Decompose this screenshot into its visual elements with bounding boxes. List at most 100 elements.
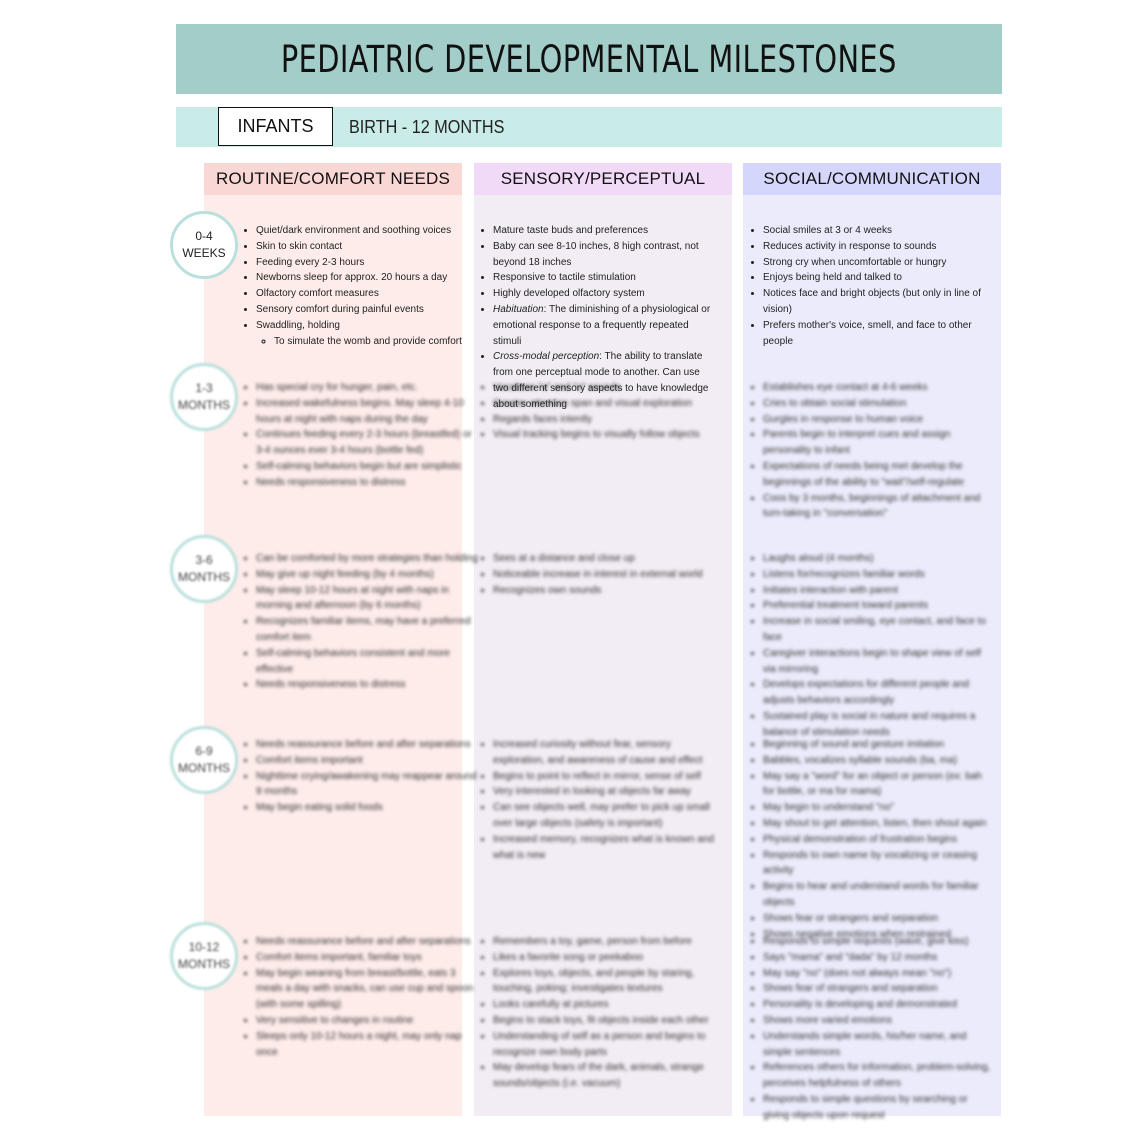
title-bar: PEDIATRIC DEVELOPMENTAL MILESTONES	[176, 24, 1002, 94]
stage-0-social: Social smiles at 3 or 4 weeks Reduces ac…	[745, 223, 995, 349]
list-item: Shows more varied emotions	[763, 1013, 995, 1029]
list-item: Shows fear or strangers and separation	[763, 911, 995, 927]
list-item: Beginning of sound and gesture imitation	[763, 737, 995, 753]
list-item: Increased memory, recognizes what is kno…	[493, 832, 715, 864]
age-group-label: INFANTS	[218, 107, 333, 146]
list-item: Mature taste buds and preferences	[493, 223, 715, 239]
stage-0-routine: Quiet/dark environment and soothing voic…	[238, 223, 478, 349]
age-badge-unit: WEEKS	[182, 246, 226, 260]
list-item: May develop fears of the dark, animals, …	[493, 1060, 715, 1092]
list-item: Increased curiosity without fear, sensor…	[493, 737, 715, 769]
stage-3-social: Beginning of sound and gesture imitation…	[745, 737, 995, 942]
age-range-label: BIRTH - 12 MONTHS	[349, 116, 505, 137]
list-item: Remembers a toy, game, person from befor…	[493, 934, 715, 950]
age-badge-unit: MONTHS	[178, 570, 230, 584]
column-header-social: SOCIAL/COMMUNICATION	[743, 163, 1001, 195]
list-item: Understanding of self as a person and be…	[493, 1029, 715, 1061]
age-badge-number: 1-3	[195, 381, 213, 395]
list-item: Can see objects well, may prefer to pick…	[493, 800, 715, 832]
stage-2-routine: Can be comforted by more strategies than…	[238, 551, 478, 693]
list-item: Begins to point to reflect in mirror, se…	[493, 769, 715, 785]
list-item: May give up night feeding (by 4 months)	[256, 567, 478, 583]
list-item: Says "mama" and "dada" by 12 months	[763, 950, 995, 966]
list-item: Can be comforted by more strategies than…	[256, 551, 478, 567]
list-item: Swaddling, holding To simulate the womb …	[256, 318, 478, 350]
stage-4-social: Responds to simple requests (wave, give …	[745, 934, 995, 1124]
list-item: May sleep 10-12 hours at night with naps…	[256, 583, 478, 615]
list-item: Continues feeding every 2-3 hours (breas…	[256, 427, 478, 459]
column-header-sensory: SENSORY/PERCEPTUAL	[474, 163, 732, 195]
list-item: Greater attention span and visual explor…	[493, 396, 715, 412]
age-badge-unit: MONTHS	[178, 398, 230, 412]
stage-3-sensory: Increased curiosity without fear, sensor…	[475, 737, 715, 863]
age-badge-unit: MONTHS	[178, 761, 230, 775]
list-item: Responds to simple questions by searchin…	[763, 1092, 995, 1124]
list-item: Responds to simple requests (wave, give …	[763, 934, 995, 950]
list-item: Needs responsiveness to distress	[256, 475, 478, 491]
list-item: Very interested in looking at objects fa…	[493, 784, 715, 800]
list-item: Establishes eye contact at 4-6 weeks	[763, 380, 995, 396]
list-item: Babbles, vocalizes syllable sounds (ba, …	[763, 753, 995, 769]
column-sensory-perceptual: SENSORY/PERCEPTUAL	[474, 163, 732, 1116]
list-item: May begin weaning from breast/bottle, ea…	[256, 966, 478, 1013]
list-item: May say "no" (does not always mean "no")	[763, 966, 995, 982]
age-badge-number: 6-9	[195, 744, 213, 758]
list-item: Skin to skin contact	[256, 239, 478, 255]
age-badge-3-6-months: 3-6 MONTHS	[170, 535, 238, 603]
stage-4-routine: Needs reassurance before and after separ…	[238, 934, 478, 1060]
list-item: Has special cry for hunger, pain, etc.	[256, 380, 478, 396]
list-item: Sensory comfort during painful events	[256, 302, 478, 318]
list-item: Quiet/dark environment and soothing voic…	[256, 223, 478, 239]
term-definition: : The diminishing of a physiological or …	[493, 303, 711, 347]
list-item: Preferential treatment toward parents	[763, 598, 995, 614]
list-item: May say a "word" for an object or person…	[763, 769, 995, 801]
list-item: Expectations of needs being met develop …	[763, 459, 995, 491]
list-item: Strong cry when uncomfortable or hungry	[763, 255, 995, 271]
age-badge-number: 3-6	[195, 553, 213, 567]
list-item: Recognizes own sounds	[493, 583, 715, 599]
list-item: Vocalizes "a" and "o" sounds	[493, 380, 715, 396]
age-badge-number: 0-4	[195, 229, 213, 243]
list-item: Prefers mother's voice, smell, and face …	[763, 318, 995, 350]
list-item: Cries to obtain social stimulation	[763, 396, 995, 412]
list-item: Reduces activity in response to sounds	[763, 239, 995, 255]
list-item: Sees at a distance and close up	[493, 551, 715, 567]
sub-list-item: To simulate the womb and provide comfort	[274, 334, 478, 350]
stage-1-routine: Has special cry for hunger, pain, etc. I…	[238, 380, 478, 491]
list-item: Increased wakefulness begins. May sleep …	[256, 396, 478, 428]
list-item: Shows negative emotions when restrained	[763, 927, 995, 943]
list-item: Increase in social smiling, eye contact,…	[763, 614, 995, 646]
age-badge-unit: MONTHS	[178, 957, 230, 971]
column-routine-comfort: ROUTINE/COMFORT NEEDS	[204, 163, 462, 1116]
list-item-text: Swaddling, holding	[256, 319, 340, 331]
list-item: Physical demonstration of frustration be…	[763, 832, 995, 848]
list-item: Begins to stack toys, fit objects inside…	[493, 1013, 715, 1029]
age-badge-1-3-months: 1-3 MONTHS	[170, 363, 238, 431]
list-item: Noticeable increase in interest in exter…	[493, 567, 715, 583]
list-item: Coos by 3 months, beginnings of attachme…	[763, 491, 995, 523]
stage-1-sensory: Vocalizes "a" and "o" sounds Greater att…	[475, 380, 715, 443]
list-item: Understands simple words, his/her name, …	[763, 1029, 995, 1061]
list-item: Laughs aloud (4 months)	[763, 551, 995, 567]
stage-3-routine: Needs reassurance before and after separ…	[238, 737, 478, 816]
term-cross-modal: Cross-modal perception	[493, 351, 600, 363]
list-item: Sleeps only 10-12 hours a night, may onl…	[256, 1029, 478, 1061]
list-item: Cross-modal perception: The ability to t…	[493, 349, 715, 412]
list-item: Parents begin to interpret cues and assi…	[763, 427, 995, 459]
list-item: Social smiles at 3 or 4 weeks	[763, 223, 995, 239]
list-item: Responds to own name by vocalizing or ce…	[763, 848, 995, 880]
list-item: Needs reassurance before and after separ…	[256, 934, 478, 950]
term-habituation: Habituation	[493, 303, 544, 315]
stage-2-sensory: Sees at a distance and close up Noticeab…	[475, 551, 715, 598]
stage-4-sensory: Remembers a toy, game, person from befor…	[475, 934, 715, 1092]
column-social-communication: SOCIAL/COMMUNICATION	[743, 163, 1001, 1116]
list-item: Comfort items important	[256, 753, 478, 769]
list-item: Initiates interaction with parent	[763, 583, 995, 599]
list-item: Self-calming behaviors consistent and mo…	[256, 646, 478, 678]
list-item: Feeding every 2-3 hours	[256, 255, 478, 271]
list-item: Enjoys being held and talked to	[763, 270, 995, 286]
term-definition: : The ability to translate from one perc…	[493, 351, 709, 410]
list-item: Self-calming behaviors begin but are sim…	[256, 459, 478, 475]
list-item: Explores toys, objects, and people by st…	[493, 966, 715, 998]
list-item: Olfactory comfort measures	[256, 286, 478, 302]
